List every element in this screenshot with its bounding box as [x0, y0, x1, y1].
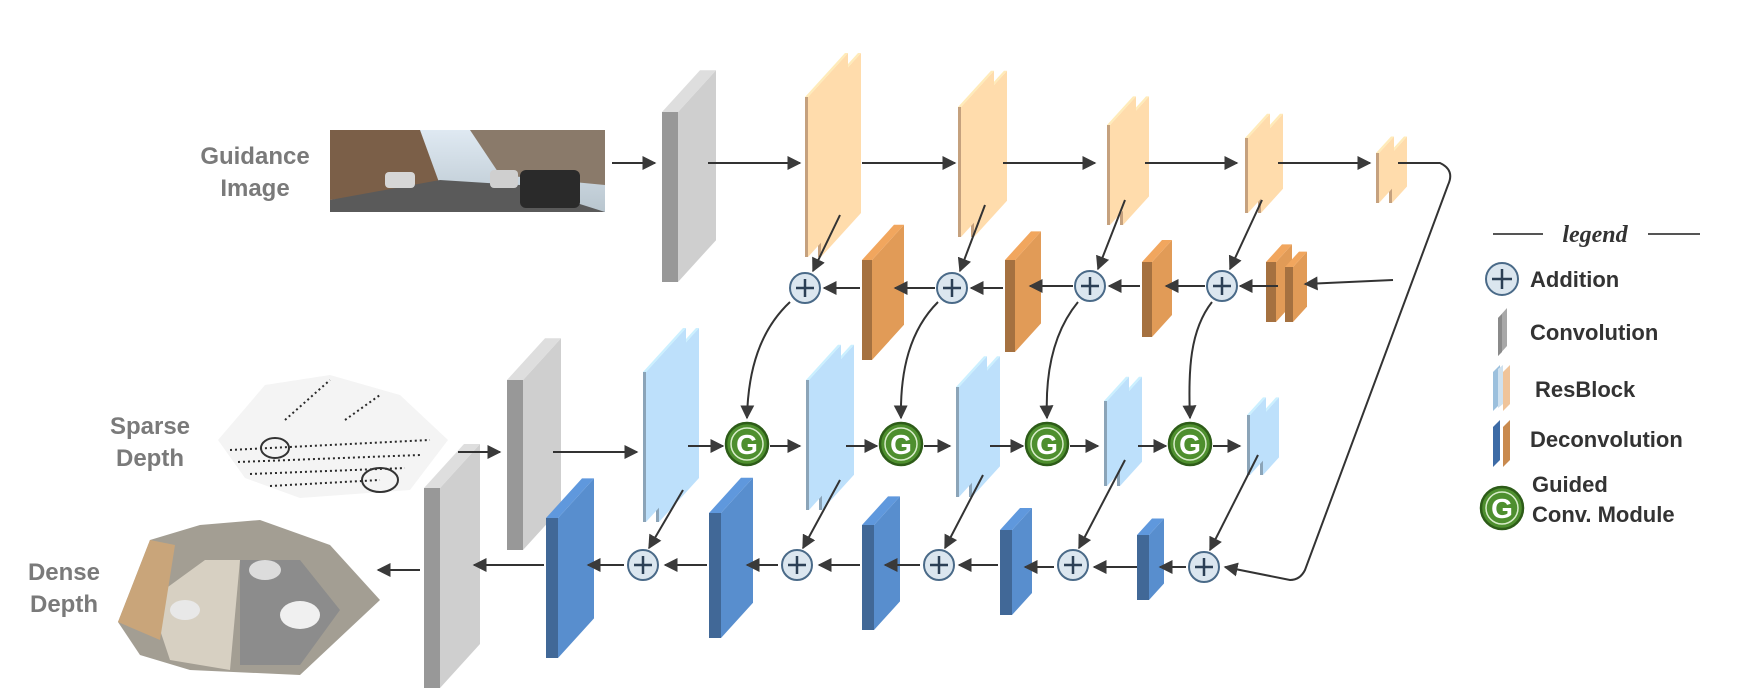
svg-text:Depth: Depth	[30, 591, 98, 618]
legend-addition-label: Addition	[1530, 267, 1619, 292]
svg-text:G: G	[736, 429, 758, 460]
resblock-icon	[1493, 365, 1510, 411]
guided-conv-module-2: G	[878, 421, 924, 467]
guidance-addition-4	[1206, 270, 1238, 302]
output-conv-block	[424, 444, 480, 688]
sparse-conv-block	[507, 338, 561, 550]
guidance-deconv-5	[1285, 251, 1307, 322]
sparse-resblock-3	[956, 356, 1000, 497]
deconvolution-icon	[1493, 420, 1510, 467]
guidance-resblock-2	[958, 70, 1007, 237]
sparse-deconv-2	[709, 477, 753, 638]
arrow-add1-to-g1	[740, 301, 791, 420]
sparse-resblock-5	[1247, 397, 1279, 475]
skip-depth-5	[1209, 454, 1259, 552]
guided-conv-module-3: G	[1024, 421, 1070, 467]
sparse-deconv-5	[1137, 518, 1164, 600]
dense-depth-image	[118, 520, 380, 675]
legend-deconvolution-label: Deconvolution	[1530, 427, 1683, 452]
skip-depth-1	[648, 489, 684, 550]
skip-guidance-2	[957, 204, 986, 273]
depth-addition-3	[923, 549, 955, 581]
skip-depth-3	[944, 474, 984, 550]
svg-text:Dense: Dense	[28, 559, 100, 586]
arrow-bottleneck-to-depth-decoder	[1223, 162, 1452, 582]
depth-addition-2	[781, 549, 813, 581]
sparse-deconv-3	[862, 496, 900, 630]
svg-text:Sparse: Sparse	[110, 413, 190, 440]
svg-text:G: G	[1491, 493, 1513, 524]
legend-title: legend	[1562, 222, 1628, 248]
sparse-deconv-4	[1000, 508, 1032, 615]
legend-guided-line1: Guided	[1532, 472, 1608, 497]
guidance-resblock-4	[1245, 113, 1283, 213]
guided-conv-icon: G	[1479, 485, 1525, 531]
sparse-deconv-1	[546, 478, 594, 658]
convolution-icon	[1498, 308, 1507, 356]
svg-text:G: G	[1036, 429, 1058, 460]
sparse-depth-label: Sparse Depth	[110, 413, 190, 472]
skip-depth-2	[802, 479, 841, 550]
dense-depth-label: Dense Depth	[28, 559, 100, 618]
sparse-resblock-4	[1104, 376, 1142, 486]
sparse-resblock-2	[806, 344, 854, 510]
svg-text:G: G	[890, 429, 912, 460]
sparse-depth-image	[218, 375, 448, 498]
guidance-addition-2	[936, 272, 968, 304]
guidance-deconv-2	[1005, 231, 1041, 352]
depth-addition-5	[1188, 551, 1220, 583]
svg-text:Guidance: Guidance	[200, 143, 309, 170]
arrow-bottleneck-to-guidance-decoder	[1303, 276, 1394, 291]
legend-guided-line2: Conv. Module	[1532, 502, 1675, 527]
legend-convolution-label: Convolution	[1530, 320, 1658, 345]
guidance-resblock-1	[805, 53, 861, 257]
guidance-addition-1	[789, 272, 821, 304]
guidance-resblock-3	[1107, 96, 1149, 226]
addition-icon	[1485, 262, 1519, 296]
skip-depth-4	[1078, 459, 1126, 550]
arrow-add2-to-g2	[893, 301, 939, 420]
skip-guidance-4	[1228, 199, 1263, 271]
depth-addition-4	[1057, 549, 1089, 581]
sparse-resblock-1	[643, 328, 699, 522]
skip-guidance-3	[1096, 199, 1126, 271]
svg-text:G: G	[1179, 429, 1201, 460]
guidance-deconv-3	[1142, 240, 1172, 337]
legend: legend Addition Convolution ResBlock Dec…	[1479, 222, 1700, 531]
depth-addition-1	[627, 549, 659, 581]
guidance-image	[330, 130, 605, 212]
arrow-add4-to-g4	[1182, 301, 1213, 420]
svg-text:Image: Image	[220, 175, 289, 202]
legend-resblock-label: ResBlock	[1535, 377, 1636, 402]
svg-text:Depth: Depth	[116, 445, 184, 472]
skip-guidance-1	[812, 214, 841, 273]
guidance-addition-3	[1074, 270, 1106, 302]
arrow-add3-to-g3	[1039, 301, 1079, 420]
guidance-resblock-5	[1376, 136, 1407, 203]
guided-conv-module-1: G	[724, 421, 770, 467]
guidance-deconv-1	[862, 224, 904, 360]
guidance-image-label: Guidance Image	[200, 143, 309, 202]
guidance-conv-block	[662, 70, 716, 282]
guided-conv-module-4: G	[1167, 421, 1213, 467]
